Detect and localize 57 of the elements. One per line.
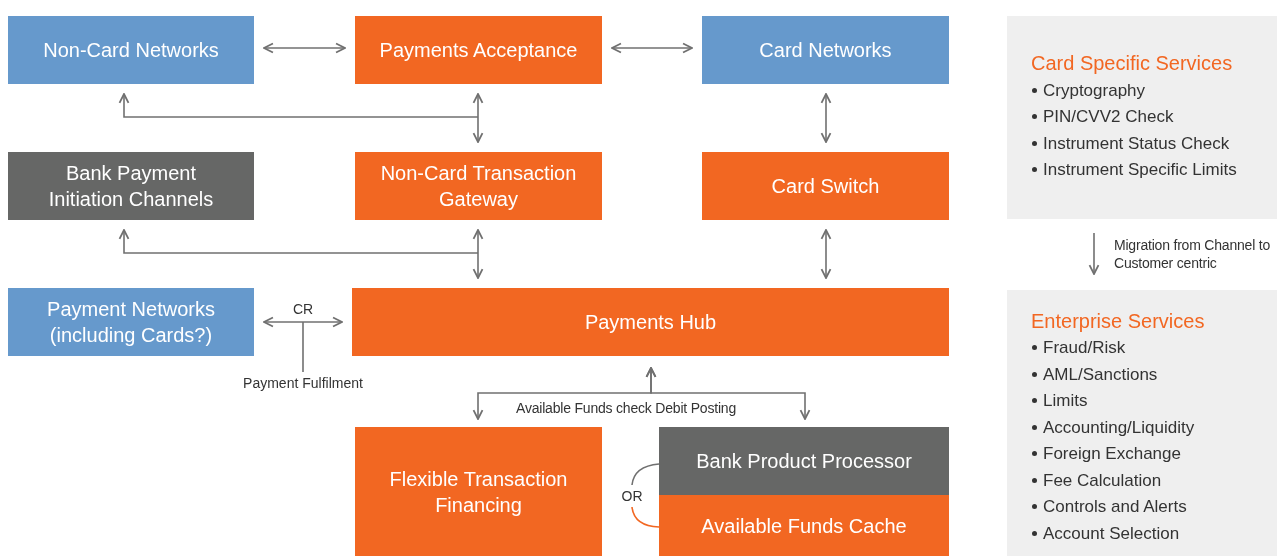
process-box [8,16,254,84]
list-item-text: PIN/CVV2 Check [1043,106,1174,129]
arrow [472,93,484,143]
box-label: Non-Card Networks [43,38,219,63]
process-box [8,288,254,356]
note-text: Available Funds check Debit Posting [516,399,737,417]
panel-heading: Enterprise Services [1031,309,1205,334]
list-item-text: Accounting/Liquidity [1043,416,1195,439]
process-box [355,16,602,84]
box-label: Payment Networks (including Cards?) [46,297,216,348]
list-item-text: Account Selection [1043,522,1180,545]
box-label: Payments Acceptance [379,38,578,63]
box-label: Bank Product Processor [696,449,912,474]
box-label: Flexible Transaction Financing [388,466,569,518]
list-item-text: Fee Calculation [1043,469,1162,492]
list-item-text: AML/Sanctions [1043,363,1158,386]
arrow [118,93,479,118]
list-item-text: Foreign Exchange [1043,443,1181,465]
process-box [659,427,949,495]
list-item-text: Controls and Alerts [1043,496,1187,518]
list-item-text: Cryptography [1043,80,1146,102]
process-box [355,152,602,220]
arc-connector [631,463,660,486]
process-box [8,152,254,220]
list-item-text: Instrument Status Check [1043,132,1230,155]
edge-label: CR [291,301,316,317]
arc-connector [631,506,660,528]
process-box [355,427,602,556]
panel-heading: Card Specific Services [1031,51,1233,76]
box-label: Payments Hub [584,310,717,335]
box-label: Available Funds Cache [701,513,907,539]
box-label: Bank Payment Initiation Channels [47,161,215,212]
process-box [352,288,949,356]
arrow [263,316,343,328]
arrow [472,229,484,279]
list-item-text: Instrument Specific Limits [1043,158,1237,181]
process-box [702,152,949,220]
arrow [645,367,811,420]
service-panel [1007,16,1277,219]
arrow [820,229,832,279]
arrow [611,42,693,54]
note-text: Migration from Channel to Customer centric [1114,236,1272,272]
process-box [702,16,949,84]
arrow [263,42,346,54]
box-label: Card Switch [771,174,880,199]
arrow [118,229,479,254]
box-label: Non-Card Transaction Gateway [379,161,578,212]
service-panel [1007,290,1277,556]
annotation-text: OR [621,487,643,506]
arrow [1088,232,1100,275]
list-item-text: Fraud/Risk [1043,337,1126,359]
box-label: Card Networks [759,38,892,63]
process-box [659,495,949,556]
list-item-text: Limits [1043,390,1088,412]
leader-line [302,321,304,373]
annotation-text: Payment Fulfilment [243,374,363,393]
arrow [820,93,832,143]
